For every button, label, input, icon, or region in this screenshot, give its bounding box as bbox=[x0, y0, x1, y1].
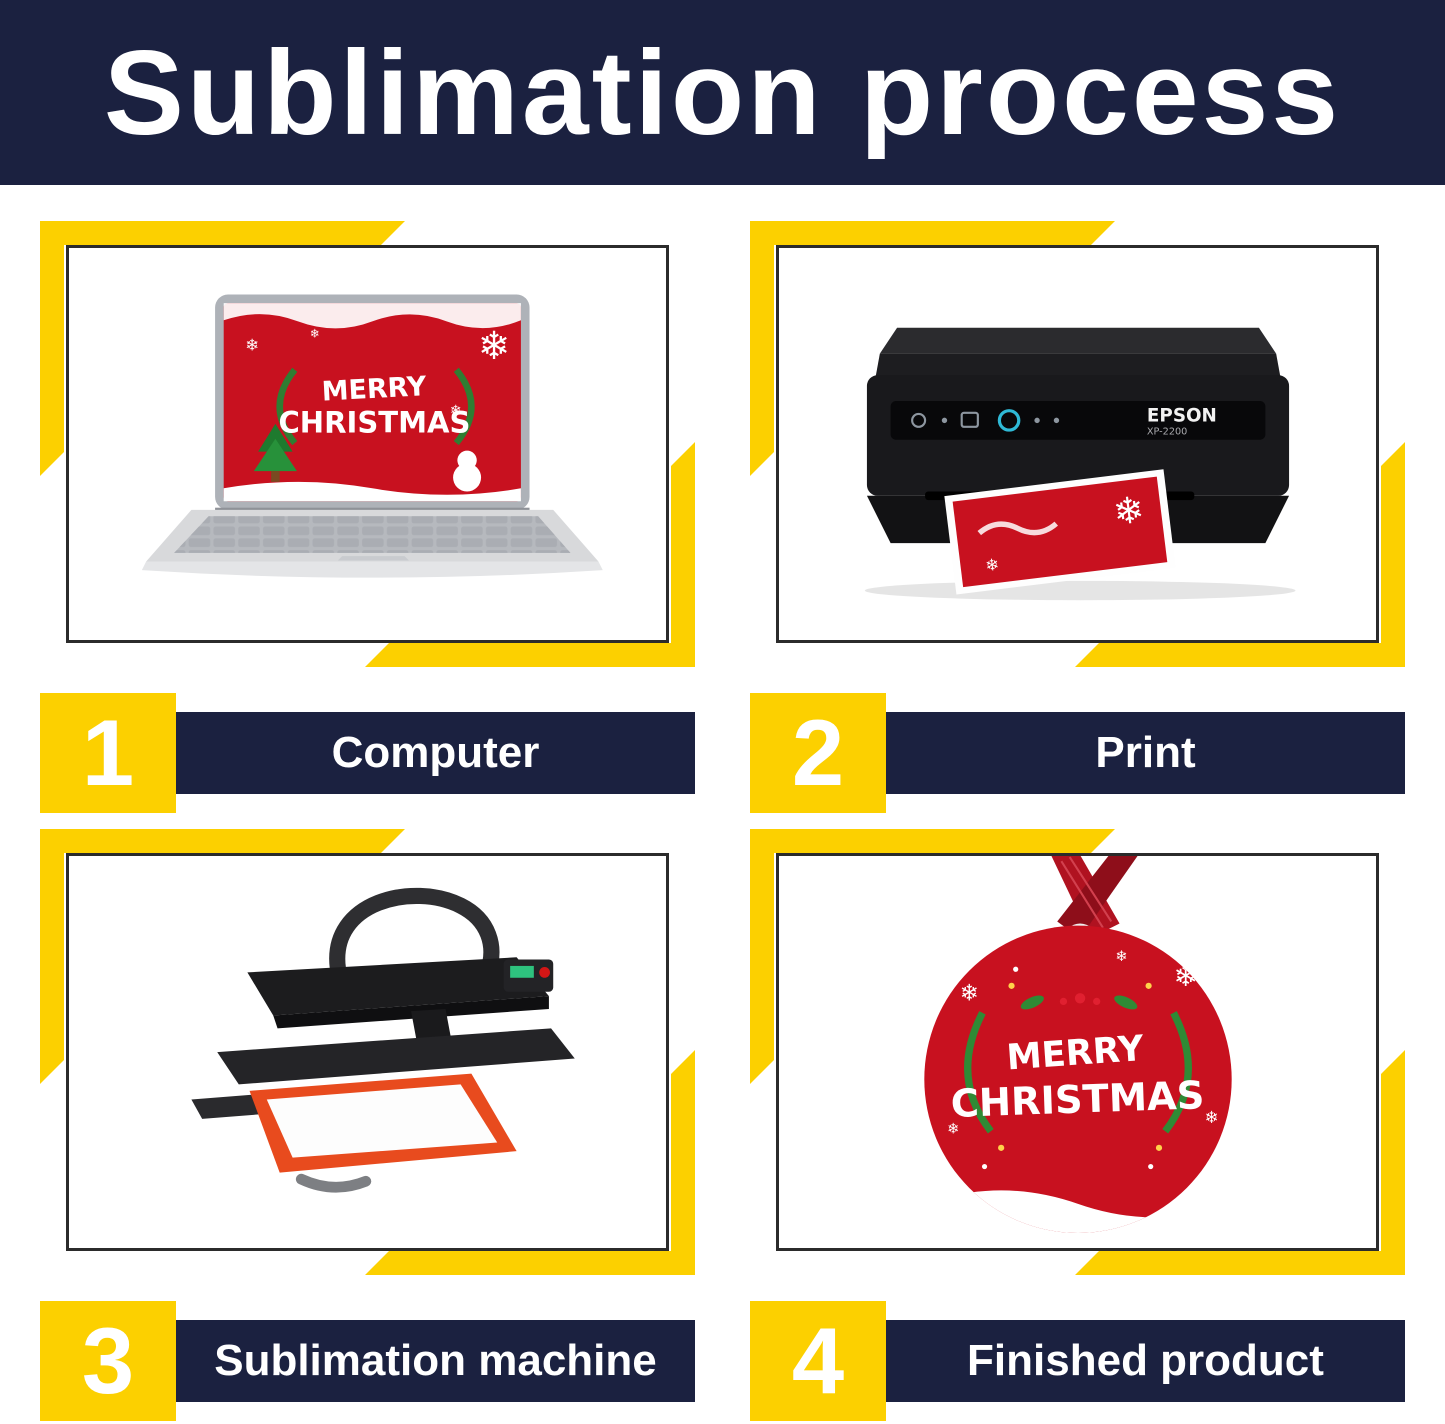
printer-control-icons bbox=[910, 408, 1059, 432]
step-panel-finished-product: ❄ ❄ ❄ ❄ ❄ bbox=[750, 829, 1405, 1421]
wreath-left bbox=[275, 367, 297, 445]
laptop-base bbox=[141, 509, 603, 578]
screen-text-merry: MERRY bbox=[320, 371, 427, 407]
wreath-right bbox=[453, 367, 475, 445]
press-handle bbox=[328, 887, 499, 981]
snowflake-icon: ❄ bbox=[1115, 949, 1127, 965]
step-number: 4 bbox=[750, 1301, 886, 1421]
step-label: Sublimation machine bbox=[176, 1320, 695, 1402]
snowflake-icon: ❄ bbox=[947, 1121, 959, 1137]
ornament-illustration: ❄ ❄ ❄ ❄ ❄ bbox=[923, 856, 1232, 1233]
step-label: Computer bbox=[176, 712, 695, 794]
transfer-paper bbox=[249, 1073, 517, 1173]
ornament-decorations: ❄ ❄ ❄ ❄ ❄ bbox=[923, 949, 1232, 1233]
snowflake-icon: ❄ bbox=[245, 335, 259, 354]
step-number: 3 bbox=[40, 1301, 176, 1421]
heat-press-illustration bbox=[190, 887, 575, 1193]
emergency-knob bbox=[538, 966, 550, 978]
screen-text-christmas: CHRISTMAS bbox=[278, 405, 470, 439]
snowflake-icon: ❄ bbox=[1173, 959, 1197, 993]
figure-frame: ❄ ❄ ❄ ❄ ❄ bbox=[750, 829, 1405, 1275]
snowflake-icon: ❄ bbox=[1110, 488, 1146, 534]
step-label-row: 1 Computer bbox=[40, 693, 695, 813]
title-banner: Sublimation process bbox=[0, 0, 1445, 185]
front-handle bbox=[295, 1173, 371, 1193]
power-button-icon bbox=[997, 408, 1020, 432]
steps-grid: ❄ ❄ ❄ ❄ MERRY CHRISTMAS bbox=[0, 185, 1445, 1421]
snowflake-icon: ❄ bbox=[309, 326, 319, 340]
wreath bbox=[963, 982, 1192, 1151]
laptop-screen: ❄ ❄ ❄ ❄ MERRY CHRISTMAS bbox=[214, 294, 530, 512]
snowflake-icon: ❄ bbox=[959, 980, 978, 1006]
printer-body: EPSON XP-2200 bbox=[866, 327, 1289, 544]
snowflake-icon: ❄ bbox=[477, 324, 509, 369]
ornament-text-merry: MERRY bbox=[1005, 1028, 1145, 1079]
sublimation-machine-image-box bbox=[66, 853, 669, 1251]
snowman bbox=[452, 450, 481, 492]
ornament-disc bbox=[923, 925, 1232, 1233]
snowflake-icon: ❄ bbox=[984, 555, 1000, 576]
print-image-box: EPSON XP-2200 ❄ ❄ bbox=[776, 245, 1379, 643]
figure-frame bbox=[40, 829, 695, 1275]
page-title: Sublimation process bbox=[103, 25, 1342, 160]
printer-model: XP-2200 bbox=[1146, 426, 1186, 437]
printer-illustration: EPSON XP-2200 ❄ ❄ bbox=[864, 327, 1296, 601]
christmas-tree bbox=[253, 423, 297, 482]
step-number: 2 bbox=[750, 693, 886, 813]
step-label: Finished product bbox=[886, 1320, 1405, 1402]
press-controller bbox=[503, 959, 553, 992]
step-label-row: 2 Print bbox=[750, 693, 1405, 813]
printer-brand: EPSON bbox=[1146, 405, 1216, 426]
ornament-text-christmas: CHRISTMAS bbox=[950, 1073, 1205, 1127]
finished-product-image-box: ❄ ❄ ❄ ❄ ❄ bbox=[776, 853, 1379, 1251]
computer-image-box: ❄ ❄ ❄ ❄ MERRY CHRISTMAS bbox=[66, 245, 669, 643]
figure-frame: ❄ ❄ ❄ ❄ MERRY CHRISTMAS bbox=[40, 221, 695, 667]
laptop-illustration: ❄ ❄ ❄ ❄ MERRY CHRISTMAS bbox=[141, 294, 603, 578]
step-number: 1 bbox=[40, 693, 176, 813]
step-label-row: 4 Finished product bbox=[750, 1301, 1405, 1421]
snowflake-icon: ❄ bbox=[1204, 1108, 1218, 1127]
step-panel-sublimation-machine: 3 Sublimation machine bbox=[40, 829, 695, 1421]
ornament-ribbon bbox=[1051, 856, 1137, 938]
step-label-row: 3 Sublimation machine bbox=[40, 1301, 695, 1421]
step-panel-print: EPSON XP-2200 ❄ ❄ 2 Print bbox=[750, 221, 1405, 813]
step-panel-computer: ❄ ❄ ❄ ❄ MERRY CHRISTMAS bbox=[40, 221, 695, 813]
figure-frame: EPSON XP-2200 ❄ ❄ bbox=[750, 221, 1405, 667]
snowflake-icon: ❄ bbox=[449, 403, 461, 419]
printed-sheet: ❄ ❄ bbox=[943, 469, 1176, 595]
step-label: Print bbox=[886, 712, 1405, 794]
